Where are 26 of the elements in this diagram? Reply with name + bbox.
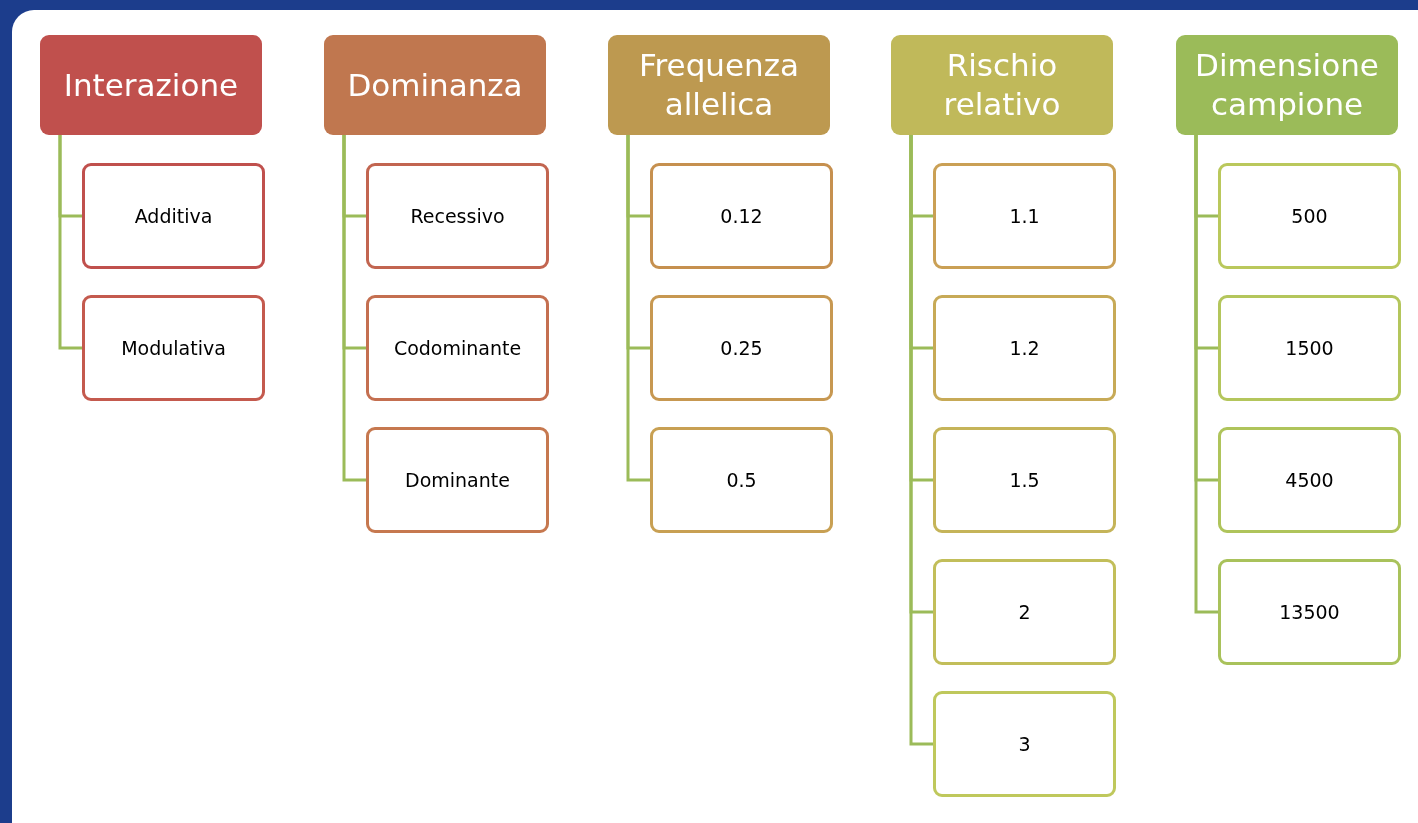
option-box: 1.5 [933,427,1116,533]
option-box: 4500 [1218,427,1401,533]
category-header: Frequenza allelica [608,35,830,135]
option-box: 1.2 [933,295,1116,401]
category-header: Dominanza [324,35,546,135]
option-box: 0.12 [650,163,833,269]
option-box: Codominante [366,295,549,401]
option-box: 3 [933,691,1116,797]
option-box: 1.1 [933,163,1116,269]
category-header: Interazione [40,35,262,135]
option-box: Dominante [366,427,549,533]
option-box: Additiva [82,163,265,269]
category-header: Rischio relativo [891,35,1113,135]
option-box: 13500 [1218,559,1401,665]
connector-line [342,135,366,482]
category-header: Dimensione campione [1176,35,1398,135]
option-box: Modulativa [82,295,265,401]
option-box: 0.25 [650,295,833,401]
option-box: 1500 [1218,295,1401,401]
option-box: 0.5 [650,427,833,533]
option-box: Recessivo [366,163,549,269]
connector-line [58,135,82,350]
connector-line [1194,135,1218,614]
option-box: 2 [933,559,1116,665]
option-box: 500 [1218,163,1401,269]
connector-line [626,135,650,482]
